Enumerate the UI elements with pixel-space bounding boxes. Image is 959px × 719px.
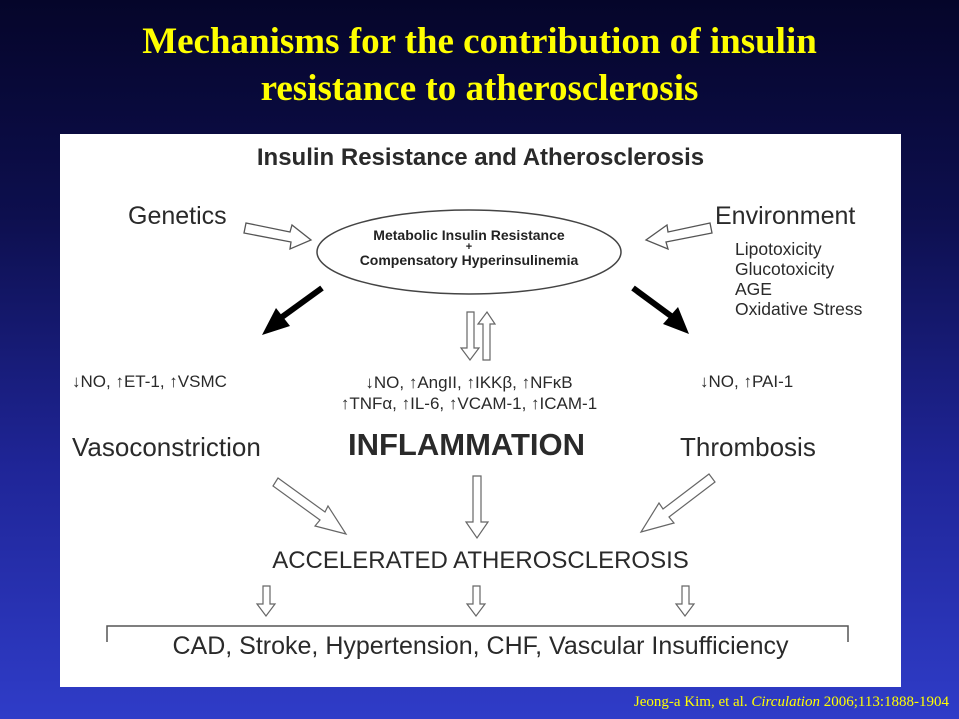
center-mediators: ↓NO, ↑AngII, ↑IKKβ, ↑NFκB ↑TNFα, ↑IL-6, … <box>318 372 620 414</box>
citation: Jeong-a Kim, et al. Circulation 2006;113… <box>634 694 949 711</box>
environment-arrow-icon <box>644 222 713 251</box>
center-node-text: Metabolic Insulin Resistance + Compensat… <box>318 227 620 268</box>
center-mediators-line-2: ↑TNFα, ↑IL-6, ↑VCAM-1, ↑ICAM-1 <box>340 394 598 413</box>
genetics-arrow-icon <box>243 222 313 251</box>
outcome-arrow-center-icon <box>465 585 487 617</box>
center-mediators-line-1: ↓NO, ↑AngII, ↑IKKβ, ↑NFκB <box>365 373 573 392</box>
final-outcomes-label: CAD, Stroke, Hypertension, CHF, Vascular… <box>172 632 789 660</box>
environment-factor: Oxidative Stress <box>735 299 863 319</box>
slide-title-line-2: resistance to atherosclerosis <box>260 68 699 109</box>
environment-factors-list: Lipotoxicity Glucotoxicity AGE Oxidative… <box>735 239 862 319</box>
citation-journal: Circulation <box>751 694 820 710</box>
vaso-to-accel-arrow-icon <box>272 477 348 535</box>
down-arrow-icon <box>459 311 481 361</box>
diagram-panel: Insulin Resistance and Atherosclerosis G… <box>60 134 901 687</box>
accelerated-atherosclerosis-label: ACCELERATED ATHEROSCLEROSIS <box>272 547 689 574</box>
environment-label: Environment <box>715 202 856 230</box>
slide-title-line-1: Mechanisms for the contribution of insul… <box>142 21 817 62</box>
citation-ref: 2006;113:1888-1904 <box>823 694 949 710</box>
center-line-1: Metabolic Insulin Resistance <box>373 227 565 243</box>
slide-title: Mechanisms for the contribution of insul… <box>0 18 959 112</box>
outcome-bracket <box>106 625 849 642</box>
thromb-to-accel-arrow-icon <box>639 473 716 533</box>
inflam-to-accel-arrow-icon <box>464 475 490 540</box>
environment-factor: Glucotoxicity <box>735 259 835 279</box>
vasoconstriction-label: Vasoconstriction <box>72 432 261 462</box>
inflammation-label: INFLAMMATION <box>348 427 586 462</box>
diagram-graphics <box>106 209 849 642</box>
diagram-title: Insulin Resistance and Atherosclerosis <box>256 144 705 171</box>
bold-arrow-right-icon <box>663 307 689 334</box>
center-line-2: Compensatory Hyperinsulinemia <box>359 252 579 268</box>
bold-arrow-left-icon <box>262 308 290 335</box>
outcome-arrow-left-icon <box>255 585 277 617</box>
center-plus: + <box>465 241 473 253</box>
left-mediators: ↓NO, ↑ET-1, ↑VSMC <box>72 372 227 391</box>
environment-factor: AGE <box>735 279 772 299</box>
thrombosis-label: Thrombosis <box>680 432 816 462</box>
up-arrow-icon <box>476 310 497 361</box>
center-ellipse <box>316 209 622 295</box>
genetics-label: Genetics <box>128 202 227 230</box>
right-mediators: ↓NO, ↑PAI-1 <box>700 372 794 391</box>
citation-authors: Jeong-a Kim, et al. <box>633 694 748 710</box>
environment-factor: Lipotoxicity <box>735 239 822 259</box>
outcome-arrow-right-icon <box>674 585 696 617</box>
